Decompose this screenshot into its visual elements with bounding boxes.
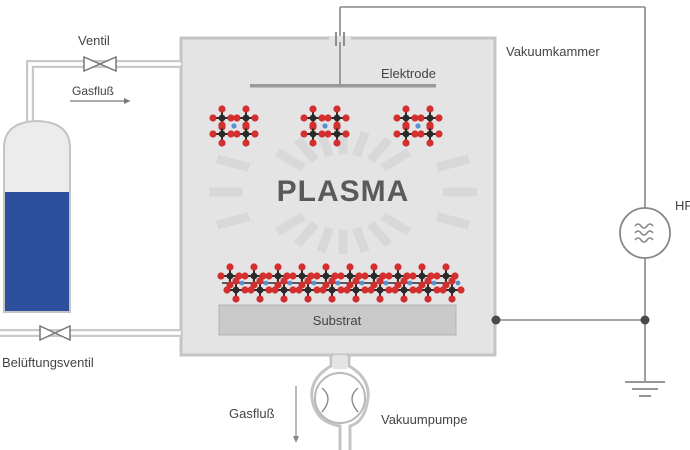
label-gasfluss-bottom: Gasfluß: [229, 406, 275, 421]
molecule: [433, 263, 459, 289]
vacuum-pump: [310, 355, 370, 450]
molecule: [247, 277, 273, 303]
plasma-ray: [380, 148, 412, 172]
molecule: [241, 263, 267, 289]
plasma-ray: [435, 154, 471, 172]
label-hf: HF: [675, 198, 690, 213]
precursor-molecules: [209, 105, 443, 147]
deposited-polymer-chain: [217, 263, 465, 303]
plasma-ray: [215, 154, 251, 172]
label-elektrode: Elektrode: [381, 66, 436, 81]
molecule: [209, 121, 235, 147]
plasma-ray: [352, 226, 370, 254]
molecule: [223, 277, 249, 303]
ground-junction-dot: [640, 315, 650, 325]
gas-flow-arrow-top: [70, 98, 130, 104]
label-belueftungsventil: Belüftungsventil: [2, 355, 94, 370]
ground-icon: [625, 381, 665, 397]
tilde-wave-icon: [634, 223, 654, 243]
pump-rotor-icon: [321, 387, 359, 413]
molecule: [337, 263, 363, 289]
label-gasfluss-top: Gasfluß: [72, 84, 114, 98]
gas-flow-arrow-bottom: [293, 386, 299, 443]
plasma-ray: [294, 220, 319, 248]
molecule: [324, 121, 350, 147]
molecule: [409, 263, 435, 289]
plasma-ray: [294, 136, 319, 164]
gas-inlet-pipe: [26, 60, 181, 135]
chamber-contact-dot: [491, 315, 501, 325]
plasma-ray: [367, 136, 392, 164]
plasma-ray: [380, 212, 412, 236]
label-ventil: Ventil: [78, 33, 110, 48]
molecule: [217, 263, 243, 289]
plasma-ray: [352, 130, 370, 158]
molecule: [393, 121, 419, 147]
gas-liquid-fill: [5, 192, 69, 311]
molecule: [233, 121, 259, 147]
hf-generator: [619, 207, 671, 259]
plasma-ray: [435, 212, 471, 230]
molecule: [439, 277, 465, 303]
molecule: [289, 263, 315, 289]
label-plasma: PLASMA: [277, 175, 410, 208]
molecule: [417, 105, 443, 131]
plasma-ray: [316, 226, 334, 254]
electrode-plate: [250, 84, 436, 88]
molecule: [361, 263, 387, 289]
molecule: [367, 277, 393, 303]
substrate-plate: [218, 304, 457, 336]
plasma-ray: [215, 212, 251, 230]
molecule: [391, 277, 417, 303]
molecule: [417, 121, 443, 147]
molecule: [319, 277, 345, 303]
molecule: [313, 263, 339, 289]
label-vakuumkammer: Vakuumkammer: [506, 44, 600, 59]
molecule: [415, 277, 441, 303]
plasma-ray: [274, 212, 306, 236]
vent-valve-icon[interactable]: [39, 324, 71, 342]
molecule: [300, 121, 326, 147]
valve-icon[interactable]: [83, 55, 117, 73]
label-vakuumpumpe: Vakuumpumpe: [381, 412, 467, 427]
plasma-glow-rays: [209, 130, 477, 254]
label-substrat: Substrat: [313, 313, 362, 328]
plasma-ray: [274, 148, 306, 172]
capacitor-icon: [329, 32, 351, 46]
molecule: [385, 263, 411, 289]
molecule: [209, 105, 235, 131]
plasma-ray: [367, 220, 392, 248]
gas-cylinder: [3, 119, 71, 313]
molecule: [265, 263, 291, 289]
molecule: [343, 277, 369, 303]
hf-wiring: [339, 6, 646, 381]
molecule: [295, 277, 321, 303]
molecule: [271, 277, 297, 303]
